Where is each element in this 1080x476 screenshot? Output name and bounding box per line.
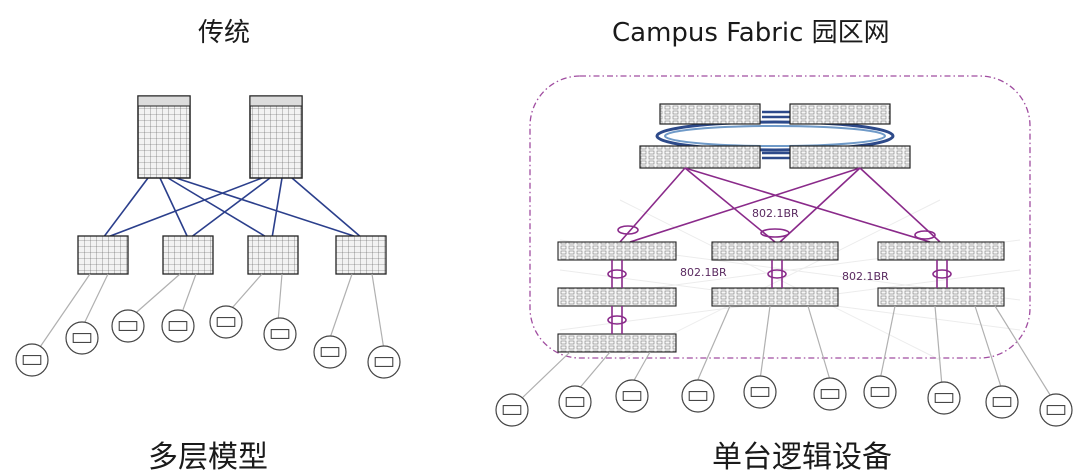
laptop-icon [495, 393, 529, 427]
fabric-boundary [529, 75, 1031, 359]
ip-phone-icon [558, 385, 592, 419]
extender-switch-1a [557, 241, 677, 261]
cascade-links [607, 260, 952, 334]
ip-phone-icon [313, 335, 347, 369]
ip-phone-icon [65, 321, 99, 355]
core-switch-2 [249, 95, 303, 179]
ip-phone-icon [863, 375, 897, 409]
core-switch-1 [137, 95, 191, 179]
link-label-1: 802.1BR [752, 207, 799, 220]
single-logical-device-caption: 单台逻辑设备 [712, 440, 892, 475]
extender-switch-3a [877, 241, 1005, 261]
monitor-icon [1039, 393, 1073, 427]
multi-tier-caption: 多层模型 [148, 440, 268, 475]
campus-fabric-diagram: 802.1BR 802.1BR 802.1BR [495, 75, 1073, 427]
extender-switch-2b [711, 287, 839, 307]
core-stack-links [655, 110, 895, 160]
laptop-icon [15, 343, 49, 377]
fabric-core-switch-4 [789, 145, 911, 169]
router-icon [681, 379, 715, 413]
laptop-icon [263, 317, 297, 351]
traditional-title: 传统 [198, 18, 251, 48]
traditional-diagram [15, 95, 401, 379]
fabric-core-switch-2 [789, 103, 891, 125]
access-point-icon [927, 381, 961, 415]
access-links-left [37, 273, 385, 351]
fabric-core-switch-1 [659, 103, 761, 125]
laptop-icon [813, 377, 847, 411]
campus-fabric-title: Campus Fabric 园区网 [612, 18, 890, 48]
router-icon [161, 309, 195, 343]
router-icon [985, 385, 1019, 419]
access-point-icon [367, 345, 401, 379]
monitor-icon [743, 375, 777, 409]
extender-switch-2a [711, 241, 839, 261]
link-label-2: 802.1BR [680, 266, 727, 279]
distribution-switch-2 [162, 235, 214, 275]
distribution-switch-4 [335, 235, 387, 275]
fabric-uplinks [617, 167, 941, 243]
extender-switch-3b [877, 287, 1005, 307]
access-point-icon [615, 379, 649, 413]
fabric-core-switch-3 [639, 145, 761, 169]
extender-switch-1c [557, 333, 677, 353]
monitor-icon [209, 305, 243, 339]
access-links-right [519, 305, 1053, 401]
distribution-switch-3 [247, 235, 299, 275]
extender-switch-1b [557, 287, 677, 307]
access-point-icon [111, 309, 145, 343]
distribution-switch-1 [77, 235, 129, 275]
link-label-3: 802.1BR [842, 270, 889, 283]
core-distribution-links [102, 177, 363, 239]
